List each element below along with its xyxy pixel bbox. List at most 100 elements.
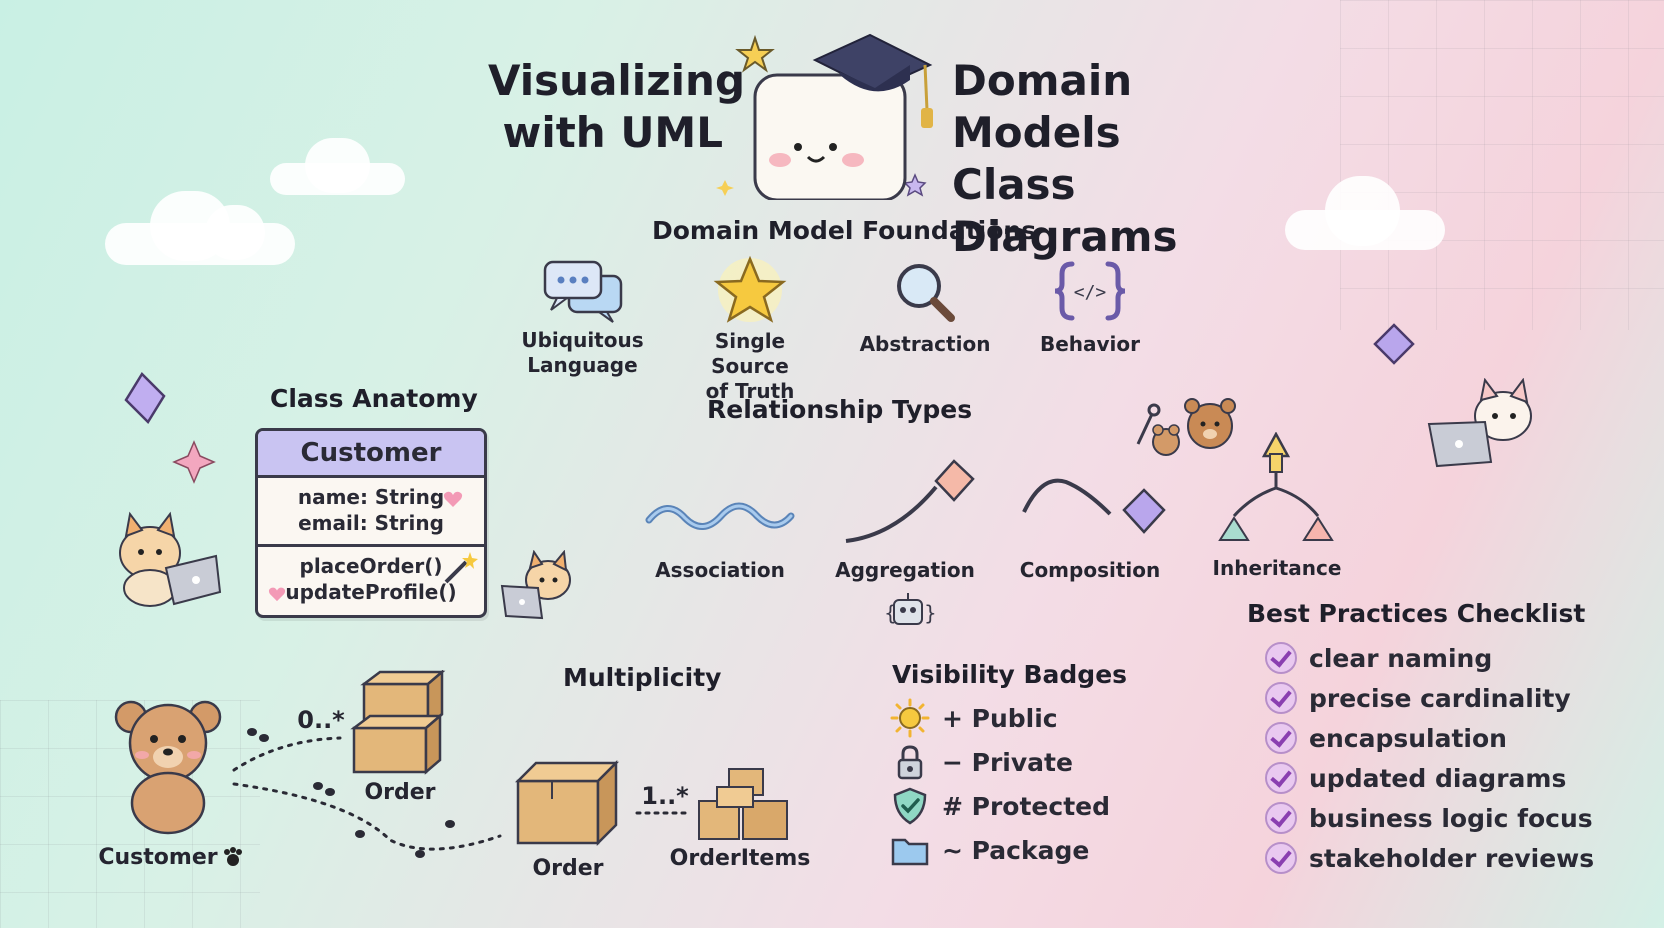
visibility-label: ~ Package: [942, 835, 1090, 865]
relationship-label-inheritance: Inheritance: [1212, 556, 1342, 580]
class-anatomy-heading: Class Anatomy: [270, 384, 478, 413]
multiplicity-label-bottom: 1..*: [641, 782, 689, 810]
speech-bubbles-icon: [543, 260, 622, 323]
checklist-label: updated diagrams: [1309, 763, 1567, 793]
foundation-label-line2: Language: [527, 353, 638, 377]
title-right-line2: Class Diagrams: [952, 160, 1178, 261]
visibility-heading: Visibility Badges: [892, 660, 1128, 689]
lock-icon: [890, 742, 930, 782]
diamond-decoration: [1373, 323, 1415, 365]
checklist-item: encapsulation: [1265, 722, 1507, 754]
checklist-label: encapsulation: [1309, 723, 1507, 753]
magnifier-icon: [897, 264, 955, 322]
class-attribute: email: String: [298, 511, 444, 535]
relationship-label-association: Association: [655, 558, 785, 582]
folder-icon: [890, 830, 930, 870]
heart-icon: [443, 491, 463, 507]
multiplicity-connector: [635, 811, 689, 815]
class-methods: placeOrder() updateProfile(): [258, 547, 484, 611]
boxes-stack-icon: [350, 670, 446, 775]
checkmark-icon: [1265, 842, 1297, 874]
robot-icon: { }: [884, 593, 936, 625]
cat-with-laptop-icon: [1427, 378, 1532, 468]
visibility-row-public: + Public: [890, 698, 1058, 738]
checkmark-icon: [1265, 762, 1297, 794]
title-left-line2: with UML: [502, 108, 723, 157]
customer-label: Customer: [98, 845, 218, 870]
checklist-label: stakeholder reviews: [1309, 843, 1595, 873]
multiplicity-heading: Multiplicity: [563, 663, 722, 692]
class-attributes: name: String email: String: [258, 478, 484, 547]
foundation-item-single-source: Single Source of Truth: [675, 255, 825, 404]
diamond-decoration: [124, 371, 166, 425]
class-name: Customer: [258, 431, 484, 478]
orderitems-label: OrderItems: [669, 846, 811, 871]
checkmark-icon: [1265, 682, 1297, 714]
sparkle-decoration: [172, 440, 216, 484]
class-box: Customer name: String email: String plac…: [255, 428, 487, 618]
title-right: Domain Models Class Diagrams: [952, 55, 1292, 263]
box-icon: [514, 759, 620, 847]
boxes-pile-icon: [698, 768, 788, 840]
checklist-heading: Best Practices Checklist: [1247, 599, 1586, 628]
foundation-label-line1: Ubiquitous: [521, 328, 644, 352]
class-method: placeOrder(): [299, 554, 443, 578]
foundation-item-behavior: </> Behavior: [1025, 258, 1155, 357]
association-line-icon: [645, 502, 795, 530]
foundation-item-abstraction: Abstraction: [855, 258, 995, 357]
aggregation-line-icon: [845, 459, 975, 543]
grid-top-right: [1340, 0, 1664, 330]
checklist-item: business logic focus: [1265, 802, 1593, 834]
teddy-bears-icon: [1136, 398, 1236, 456]
checklist-label: business logic focus: [1309, 803, 1593, 833]
checklist-label: precise cardinality: [1309, 683, 1571, 713]
visibility-label: − Private: [942, 747, 1073, 777]
multiplicity-paths: [232, 728, 502, 858]
checkmark-icon: [1265, 722, 1297, 754]
title-right-line1: Domain Models: [952, 56, 1133, 157]
cloud: [270, 138, 405, 198]
cat-with-laptop-icon: [500, 550, 571, 620]
foundation-item-ubiquitous-language: Ubiquitous Language: [515, 258, 650, 378]
visibility-row-protected: # Protected: [890, 786, 1110, 826]
svg-text:}: }: [924, 601, 936, 625]
order-label-top: Order: [364, 780, 436, 805]
checkmark-icon: [1265, 802, 1297, 834]
checklist-label: clear naming: [1309, 643, 1493, 673]
shield-icon: [890, 786, 930, 826]
composition-line-icon: [1022, 478, 1166, 534]
heart-icon: [268, 587, 286, 602]
order-label-bottom: Order: [532, 856, 604, 881]
title-left: Visualizing with UML: [488, 55, 746, 159]
visibility-label: # Protected: [942, 791, 1111, 821]
paw-icon: [224, 847, 242, 866]
multiplicity-label-top: 0..*: [297, 706, 345, 734]
visibility-label: + Public: [942, 703, 1058, 733]
cloud: [105, 185, 295, 265]
visibility-row-package: ~ Package: [890, 830, 1089, 870]
foundation-label: Abstraction: [859, 332, 991, 356]
inheritance-tree-icon: [1218, 432, 1334, 541]
foundation-label: Behavior: [1039, 332, 1141, 356]
checkmark-icon: [1265, 642, 1297, 674]
checklist-item: updated diagrams: [1265, 762, 1566, 794]
checklist-item: stakeholder reviews: [1265, 842, 1594, 874]
foundation-label-line2: of Truth: [705, 379, 795, 403]
relationship-label-composition: Composition: [1019, 558, 1161, 582]
teddy-bear-icon: [114, 700, 222, 835]
checklist-item: precise cardinality: [1265, 682, 1571, 714]
visibility-row-private: − Private: [890, 742, 1073, 782]
magic-wand-icon: [444, 552, 478, 584]
title-left-line1: Visualizing: [488, 56, 746, 105]
star-icon: [713, 255, 787, 323]
cloud: [1285, 172, 1445, 252]
class-attribute: name: String: [297, 485, 445, 509]
foundations-heading: Domain Model Foundations: [652, 216, 1037, 245]
svg-text:</>: </>: [1074, 282, 1107, 303]
svg-text:{: {: [884, 601, 897, 625]
cat-with-laptop-icon: [119, 511, 222, 607]
class-method: updateProfile(): [285, 580, 457, 604]
mascot-graduation-icon: [716, 33, 933, 200]
relationship-label-aggregation: Aggregation: [835, 558, 975, 582]
sun-icon: [890, 698, 930, 738]
